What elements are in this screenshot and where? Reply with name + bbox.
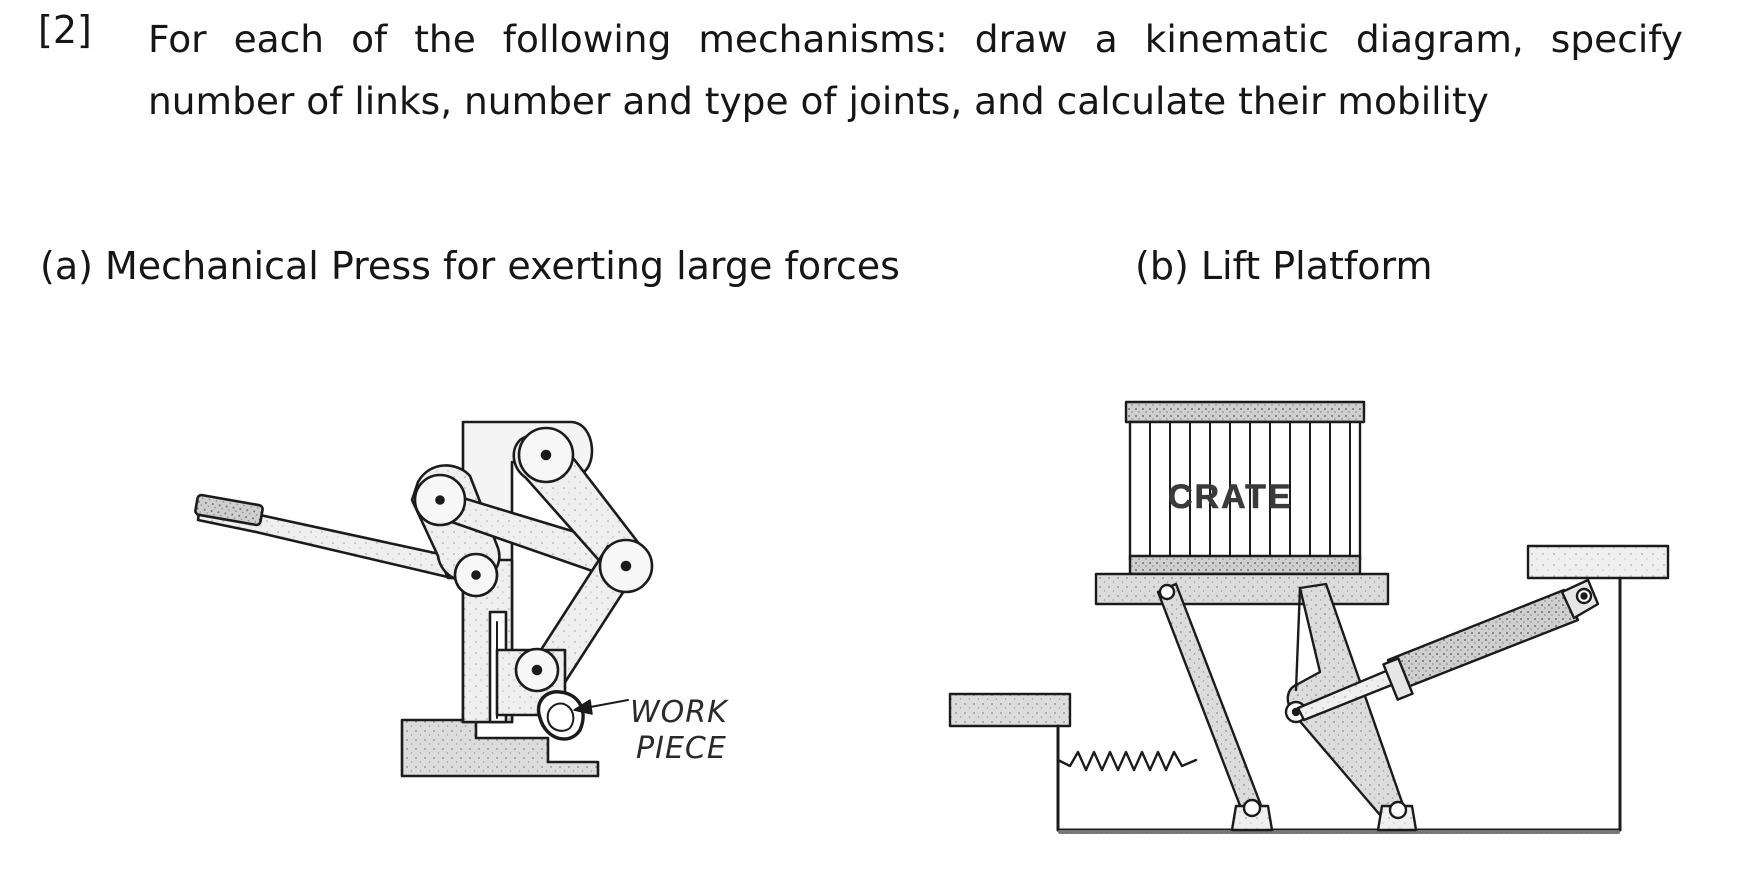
question-text: For each of the following mechanisms: dr…	[148, 17, 1683, 123]
work-label-line2: PIECE	[636, 731, 727, 766]
mechanical-press-figure	[194, 420, 654, 778]
crate-label: CRATE	[1168, 478, 1293, 516]
work-label-line1: WORK	[630, 695, 729, 730]
part-a-heading: (a) Mechanical Press for exerting large …	[40, 244, 900, 288]
part-b-heading: (b) Lift Platform	[1135, 244, 1433, 288]
lift-platform-figure	[948, 400, 1670, 834]
question-number: [2]	[38, 8, 92, 52]
